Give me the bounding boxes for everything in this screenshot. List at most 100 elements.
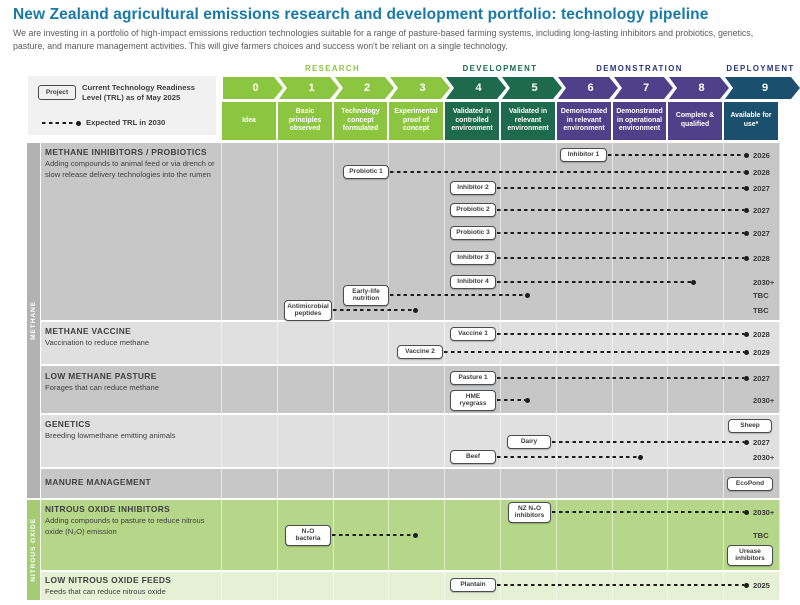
project-box: Early-life nutrition <box>343 284 389 306</box>
project-line <box>497 257 744 259</box>
project-line <box>608 154 744 156</box>
section-text: MANURE MANAGEMENT <box>45 477 220 487</box>
project-line <box>497 187 744 189</box>
project-year: 2027 <box>753 228 770 238</box>
project-line <box>497 232 744 234</box>
trl-chevron: 9 <box>725 77 800 99</box>
grid-line <box>612 366 613 413</box>
gas-group-text: NITROUS OXIDE <box>30 518 37 582</box>
project-box: Inhibitor 4 <box>450 275 496 289</box>
grid-line <box>723 469 724 498</box>
project-box: Antimicrobial peptides <box>284 299 332 321</box>
project-year: 2026 <box>753 150 770 160</box>
project-box: N₂O bacteria <box>285 524 331 546</box>
project-line <box>497 377 744 379</box>
project-dot <box>638 454 643 460</box>
grid-line <box>612 469 613 498</box>
project-box: NZ N₂O inhibitors <box>508 501 551 523</box>
project-dot <box>744 255 749 261</box>
grid-line <box>667 143 668 320</box>
grid-line <box>556 366 557 413</box>
project-dot <box>744 207 749 213</box>
project-dot <box>744 439 749 445</box>
trl-number: 5 <box>531 82 538 94</box>
project-year: TBC <box>753 530 769 540</box>
trl-column-label: Demonstrated in relevant environment <box>557 102 611 140</box>
grid-line <box>444 322 445 364</box>
section-title: LOW METHANE PASTURE <box>45 371 157 381</box>
trl-column-label: Validated in controlled environment <box>445 102 499 140</box>
project-line <box>390 171 744 173</box>
trl-column-label: Validated in relevant environment <box>501 102 555 140</box>
grid-line <box>277 469 278 498</box>
grid-line <box>221 322 222 364</box>
grid-line <box>444 469 445 498</box>
project-dot <box>744 152 749 158</box>
trl-column-label: Technology concept formulated <box>334 102 387 140</box>
grid-line <box>556 500 557 570</box>
section-description: Vaccination to reduce methane <box>45 338 150 347</box>
section-title: NITROUS OXIDE INHIBITORS <box>45 504 171 514</box>
grid-line <box>388 572 389 600</box>
trl-chevron: 2 <box>335 77 394 99</box>
grid-line <box>500 322 501 364</box>
trl-chevron: 1 <box>279 77 339 99</box>
grid-line <box>500 366 501 413</box>
grid-line <box>723 322 724 364</box>
trl-column-label: Experimental proof of concept <box>389 102 443 140</box>
project-line <box>497 209 744 211</box>
grid-line <box>221 500 222 570</box>
project-dot <box>744 582 749 588</box>
grid-line <box>388 469 389 498</box>
project-year: 2028 <box>753 167 770 177</box>
grid-line <box>612 322 613 364</box>
trl-chevron: 4 <box>446 77 506 99</box>
grid-line <box>667 500 668 570</box>
trl-column-label: Idea <box>222 102 276 140</box>
project-dot <box>525 397 530 403</box>
gas-group-label: METHANE <box>27 143 40 498</box>
trl-chevron: 0 <box>223 77 283 99</box>
grid-line <box>444 500 445 570</box>
trl-number: 8 <box>698 82 705 94</box>
project-year: 2030+ <box>753 395 775 405</box>
grid-line <box>388 415 389 467</box>
project-box: Urease inhibitors <box>727 544 773 566</box>
project-year: 2028 <box>753 329 770 339</box>
project-line <box>497 333 744 335</box>
project-year: 2027 <box>753 183 770 193</box>
phase-label: DEVELOPMENT <box>462 64 538 73</box>
project-line <box>333 309 413 311</box>
grid-line <box>221 469 222 498</box>
phase-label: DEMONSTRATION <box>596 64 683 73</box>
project-year: 2027 <box>753 205 770 215</box>
project-box: Pasture 1 <box>450 371 496 385</box>
page-subtitle: We are investing in a portfolio of high-… <box>13 28 754 52</box>
grid-line <box>723 500 724 570</box>
project-box: Probiotic 2 <box>450 203 496 217</box>
project-line <box>332 534 413 536</box>
grid-line <box>277 143 278 320</box>
legend-project-box: Project <box>38 85 76 100</box>
project-year: TBC <box>753 290 769 300</box>
project-year: 2030+ <box>753 507 775 517</box>
grid-line <box>500 143 501 320</box>
grid-line <box>612 143 613 320</box>
grid-line <box>779 143 780 320</box>
grid-line <box>779 366 780 413</box>
grid-line <box>221 415 222 467</box>
project-dot <box>744 230 749 236</box>
section-title: MANURE MANAGEMENT <box>45 477 151 487</box>
section-title: METHANE INHIBITORS / PROBIOTICS <box>45 147 207 157</box>
grid-line <box>667 469 668 498</box>
grid-line <box>388 366 389 413</box>
